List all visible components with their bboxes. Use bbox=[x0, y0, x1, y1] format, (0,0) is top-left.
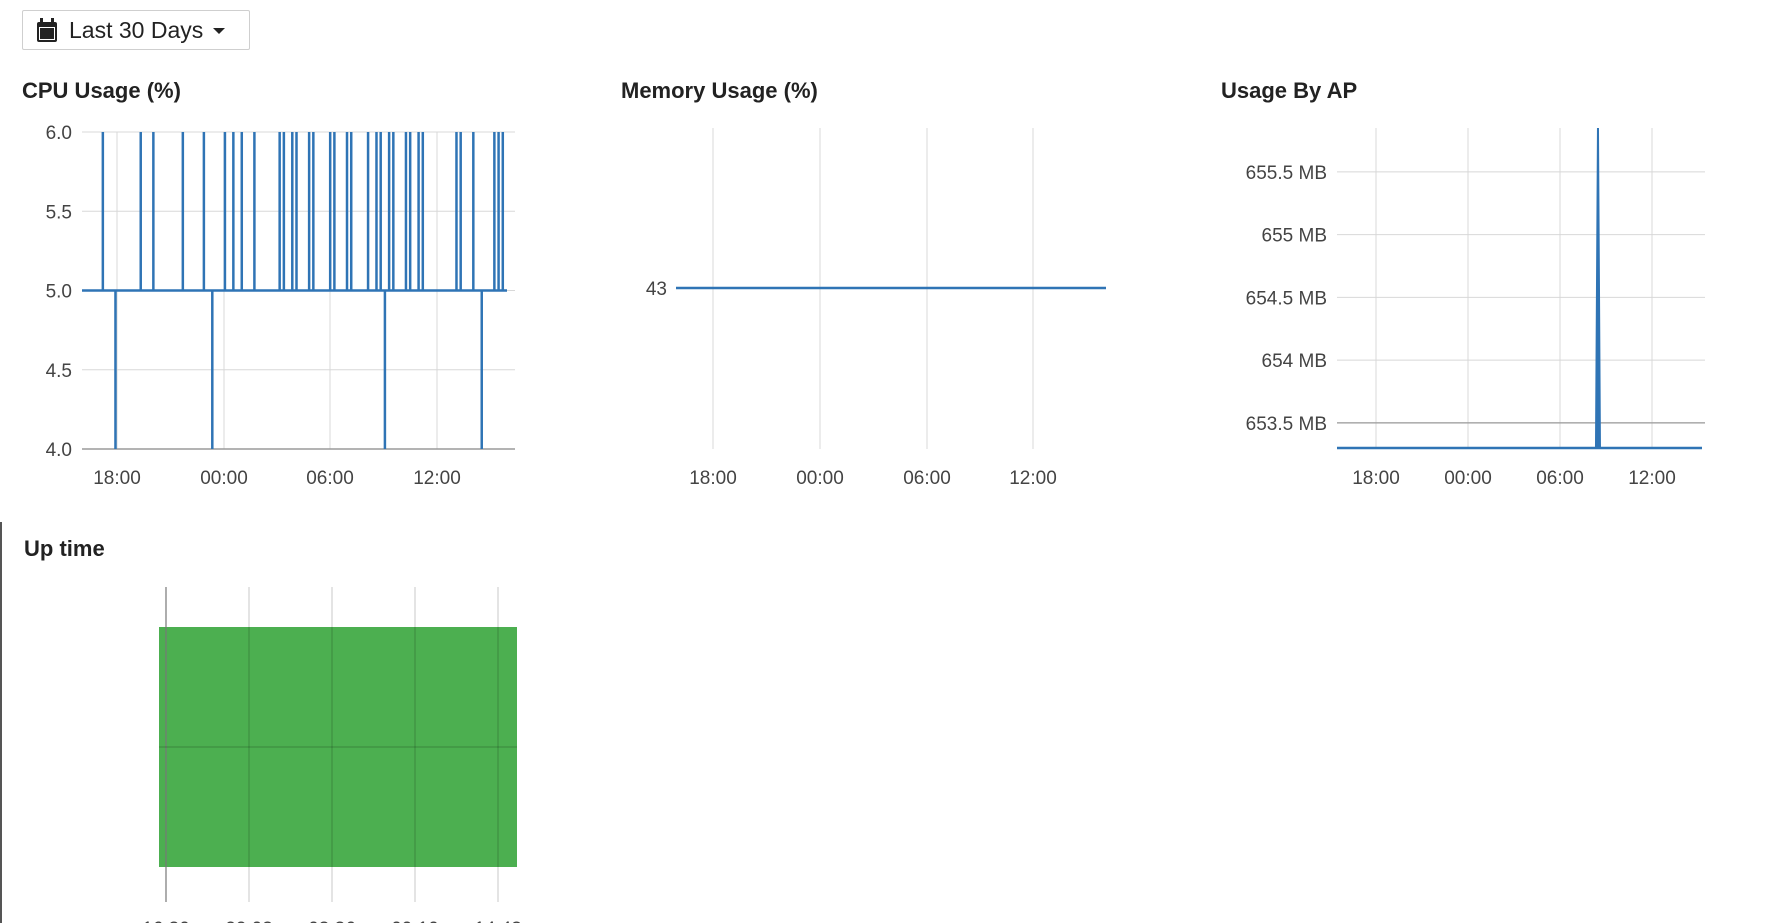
memory-usage-chart: 18:00 00:00 06:00 12:00 43 bbox=[646, 128, 1106, 489]
y-tick-label: 5.5 bbox=[46, 202, 72, 223]
y-tick-label: 43 bbox=[646, 279, 667, 300]
x-tick-label: 12:00 bbox=[413, 468, 461, 489]
x-tick-label: 18:00 bbox=[93, 468, 141, 489]
y-tick-label: 654.5 MB bbox=[1246, 288, 1327, 309]
x-tick-label: 03:36 bbox=[308, 919, 356, 923]
cpu-usage-title: CPU Usage (%) bbox=[22, 78, 181, 103]
uptime-area bbox=[159, 627, 517, 867]
usage-spike bbox=[1594, 127, 1601, 449]
x-tick-label: 06:00 bbox=[306, 468, 354, 489]
date-range-dropdown[interactable]: Last 30 Days bbox=[22, 10, 250, 50]
usage-by-ap-chart: 655.5 MB 655 MB 654.5 MB 654 MB 653.5 MB 18:0… bbox=[1246, 127, 1705, 489]
panel-divider bbox=[0, 522, 2, 923]
y-tick-label: 655 MB bbox=[1262, 226, 1327, 247]
x-tick-label: 06:00 bbox=[1536, 468, 1584, 489]
y-tick-label: 654 MB bbox=[1262, 351, 1327, 372]
x-tick-label: 09:10 bbox=[391, 919, 439, 923]
x-tick-label: 22:03 bbox=[225, 919, 273, 923]
x-tick-label: 12:00 bbox=[1628, 468, 1676, 489]
cpu-usage-chart: 6.0 5.5 5.0 4.5 4.0 18:00 00:00 06:00 12:00 bbox=[46, 123, 515, 489]
calendar-icon bbox=[37, 18, 57, 42]
uptime-chart: 16:30 22:03 03:36 09:10 14:43 bbox=[142, 587, 522, 923]
y-tick-label: 6.0 bbox=[46, 123, 72, 144]
x-tick-label: 16:30 bbox=[142, 919, 190, 923]
usage-by-ap-title: Usage By AP bbox=[1221, 78, 1358, 103]
x-tick-label: 18:00 bbox=[1352, 468, 1400, 489]
chevron-down-icon bbox=[213, 28, 226, 34]
y-tick-label: 653.5 MB bbox=[1246, 414, 1327, 435]
y-tick-label: 4.5 bbox=[46, 361, 72, 382]
x-tick-label: 06:00 bbox=[903, 468, 951, 489]
x-tick-label: 00:00 bbox=[200, 468, 248, 489]
memory-usage-title: Memory Usage (%) bbox=[621, 78, 818, 103]
y-tick-label: 5.0 bbox=[46, 282, 72, 303]
date-range-label: Last 30 Days bbox=[69, 16, 204, 43]
x-tick-label: 00:00 bbox=[1444, 468, 1492, 489]
uptime-title: Up time bbox=[24, 536, 105, 561]
x-tick-label: 14:43 bbox=[474, 919, 522, 923]
x-tick-label: 00:00 bbox=[796, 468, 844, 489]
y-tick-label: 4.0 bbox=[46, 440, 72, 461]
x-tick-label: 18:00 bbox=[689, 468, 737, 489]
x-tick-label: 12:00 bbox=[1009, 468, 1057, 489]
y-tick-label: 655.5 MB bbox=[1246, 163, 1327, 184]
